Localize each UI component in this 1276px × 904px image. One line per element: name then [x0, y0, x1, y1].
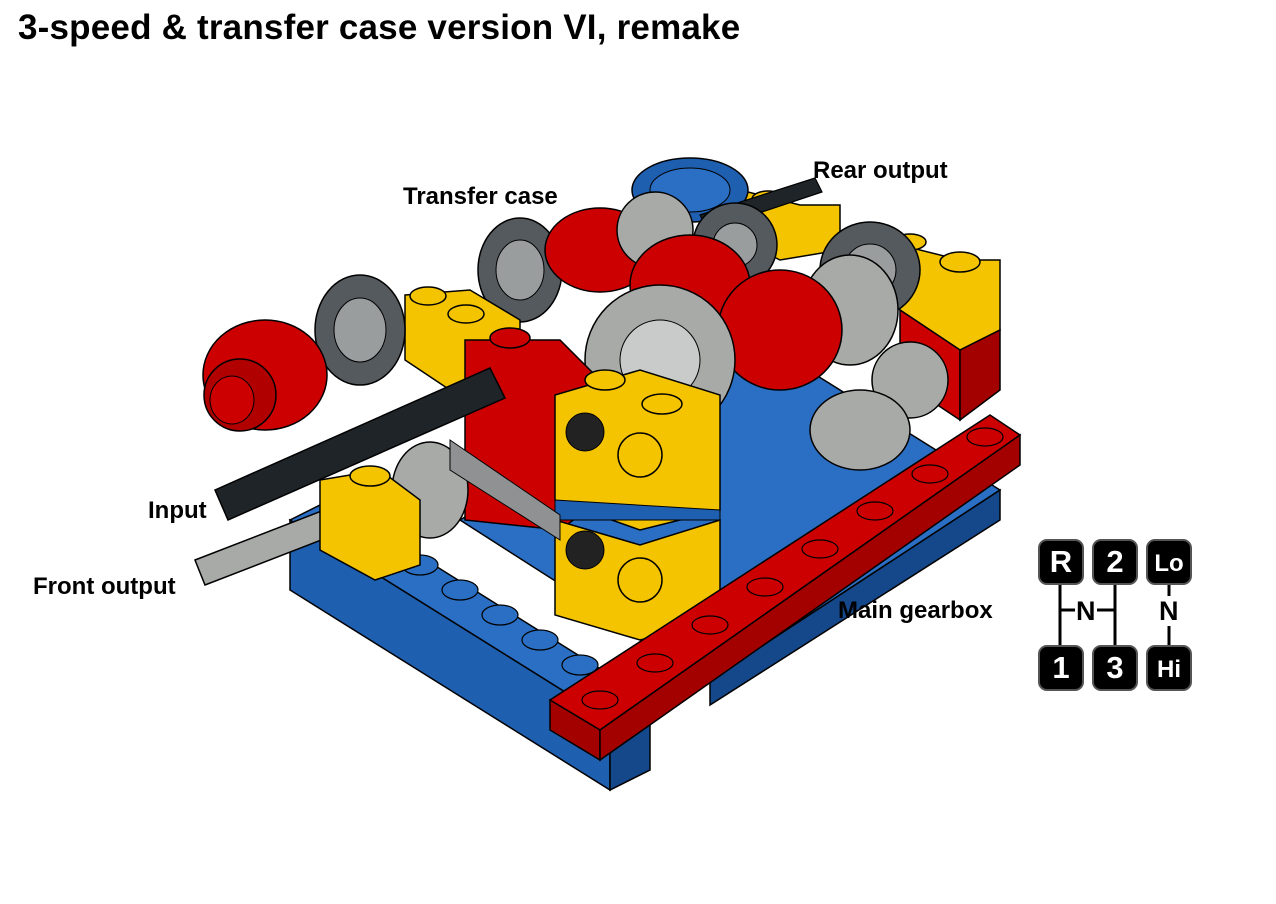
main-neutral-label: N — [1075, 596, 1097, 626]
transfer-neutral-label: N — [1158, 596, 1180, 626]
gear-3-knob: 3 — [1092, 645, 1138, 691]
range-hi-knob: Hi — [1146, 645, 1192, 691]
gear-r-knob: R — [1038, 539, 1084, 585]
range-lo-knob: Lo — [1146, 539, 1192, 585]
main-gearbox-bricks — [449, 369, 721, 641]
label-rear-output: Rear output — [813, 157, 948, 184]
input-shaft-gears — [202, 274, 406, 432]
middle-shaft-gears — [584, 234, 949, 471]
gear-1-knob: 1 — [1038, 645, 1084, 691]
label-input: Input — [148, 497, 207, 524]
page-title: 3-speed & transfer case version VI, rema… — [18, 8, 741, 47]
label-front-output: Front output — [33, 573, 176, 600]
input-axle — [214, 367, 507, 521]
label-main-gearbox: Main gearbox — [838, 597, 993, 624]
label-transfer-case: Transfer case — [403, 183, 558, 210]
red-long-plate — [548, 414, 1022, 762]
front-yellow-brick — [319, 465, 421, 581]
gear-2-knob: 2 — [1092, 539, 1138, 585]
